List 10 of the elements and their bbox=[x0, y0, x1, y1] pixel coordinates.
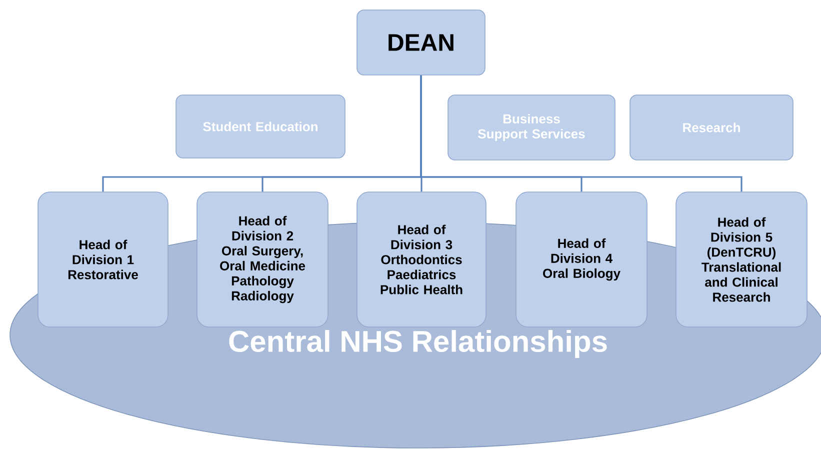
division-box: Head of Division 3 Orthodontics Paediatrics Public Health bbox=[356, 192, 486, 328]
connector-line bbox=[420, 75, 742, 192]
unit-box: Student Education bbox=[176, 94, 346, 158]
head-box: DEAN bbox=[356, 10, 486, 76]
division-box: Head of Division 5 (DenTCRU) Translational and Clinical Research bbox=[676, 192, 808, 328]
division-box: Head of Division 2 Oral Surgery, Oral Medicine Pathology Radiology bbox=[196, 192, 328, 328]
unit-box: Business Support Services bbox=[448, 94, 616, 160]
division-box: Head of Division 1 Restorative bbox=[38, 192, 168, 328]
division-box: Head of Division 4 Oral Biology bbox=[516, 192, 648, 328]
unit-box: Research bbox=[630, 94, 794, 160]
